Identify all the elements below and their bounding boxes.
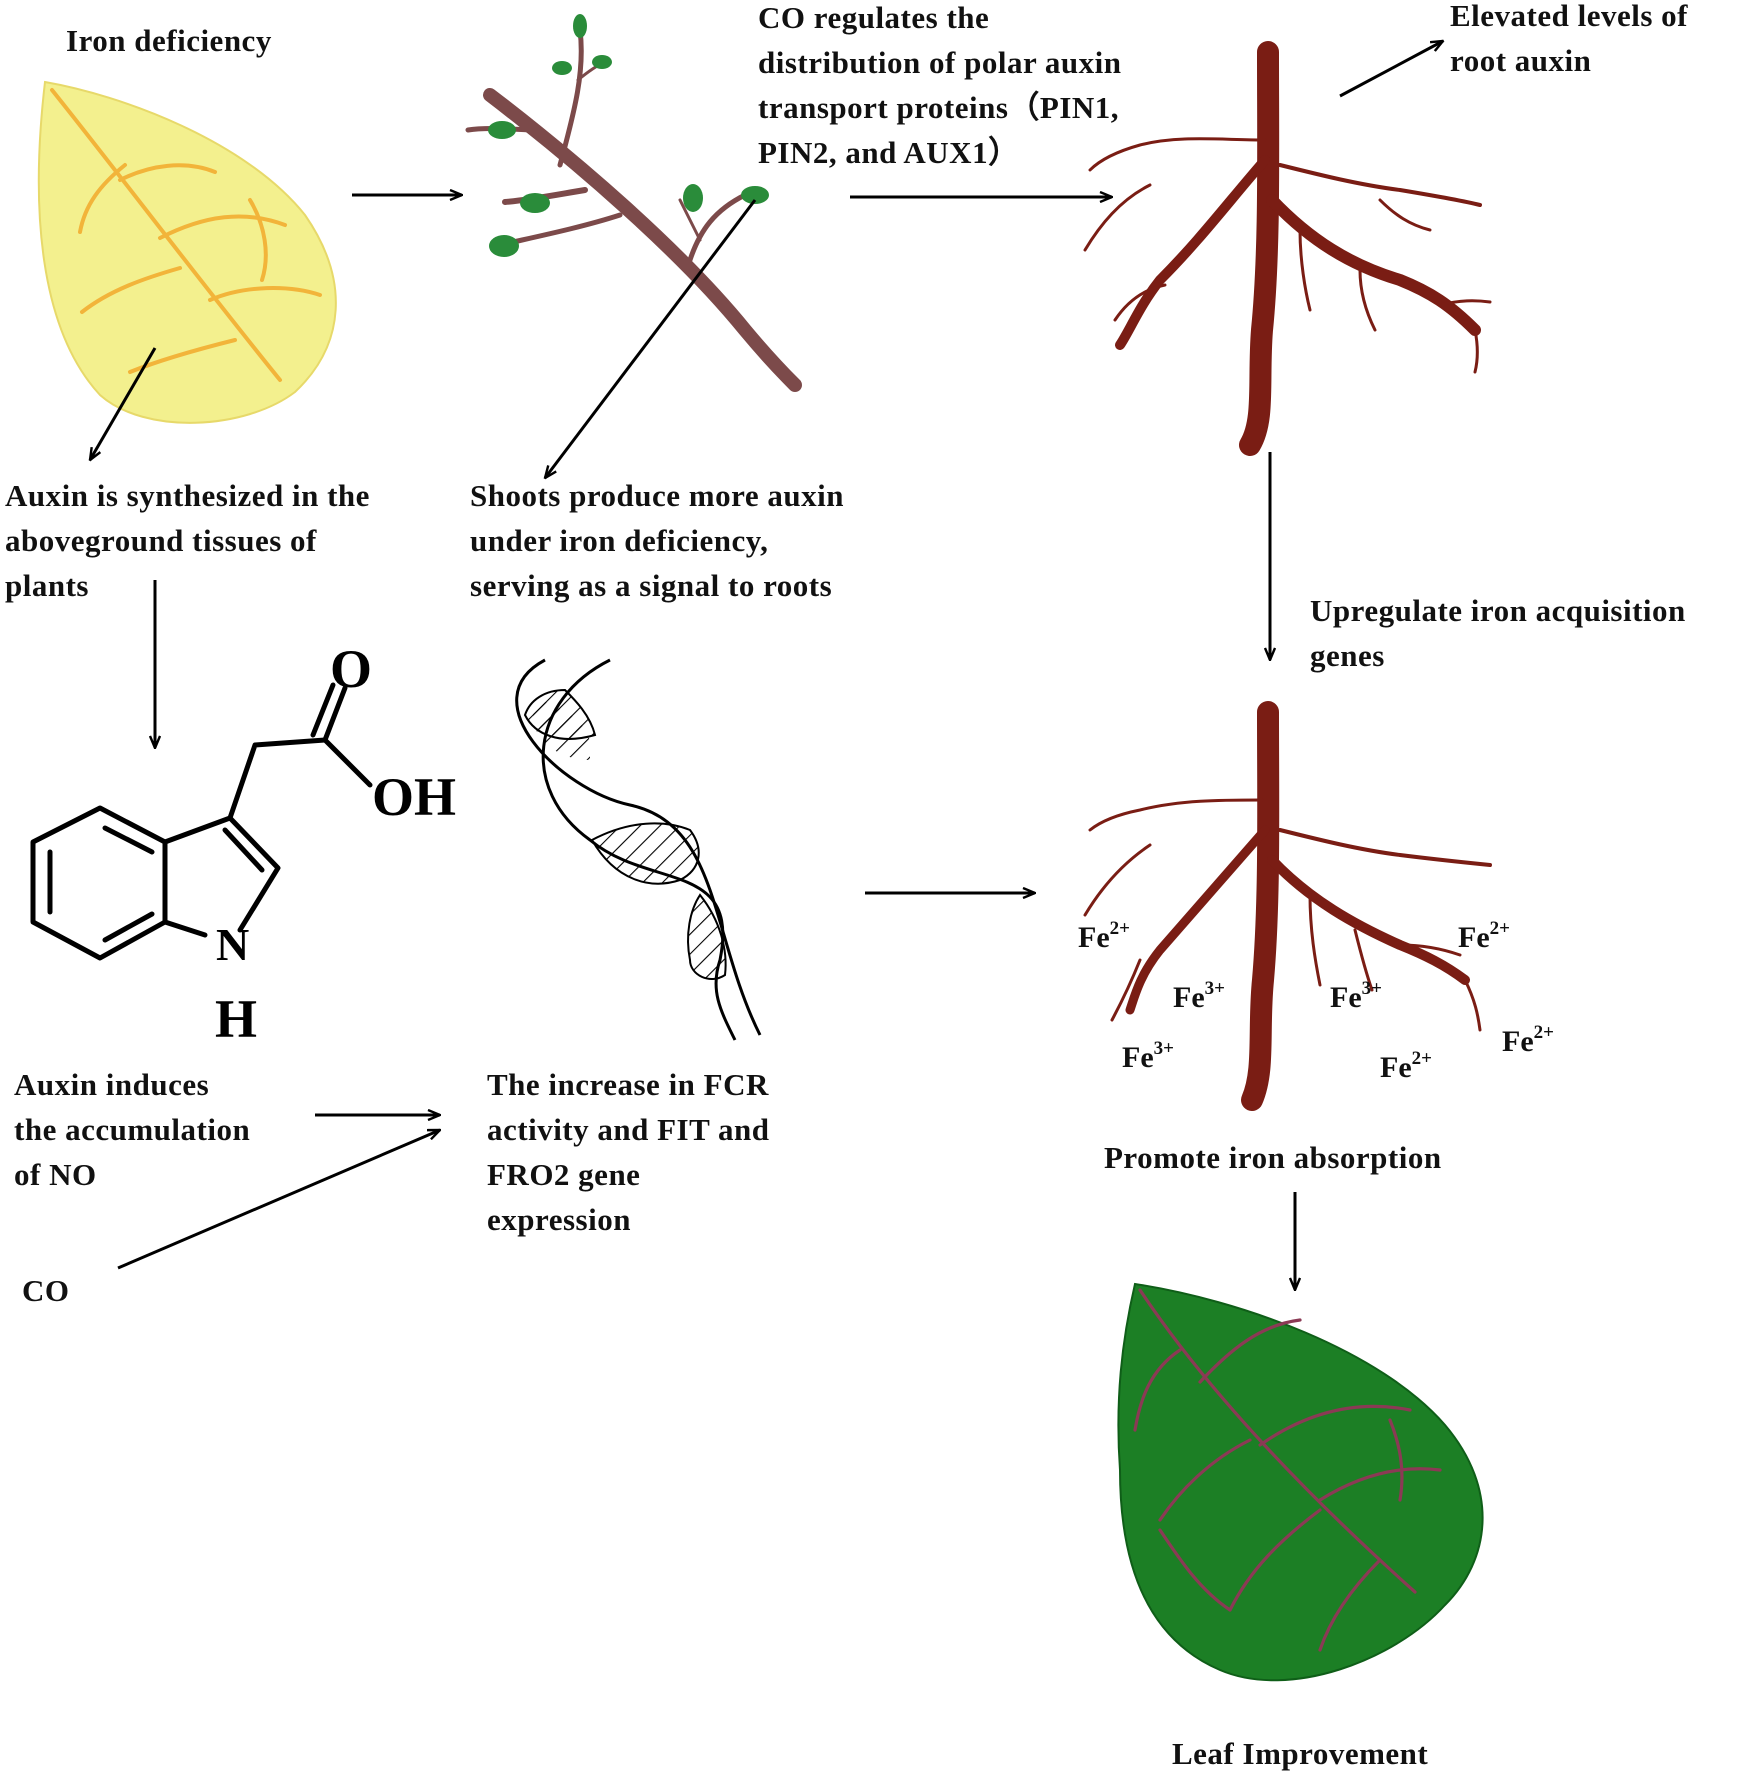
iron-ion-label: Fe2+ (1458, 918, 1510, 954)
root-system-iron-uptake (1083, 701, 1492, 1111)
arrow-leaf-to-auxin-synth (90, 347, 157, 460)
line-2: genes (1310, 638, 1385, 673)
label-co-regulates: CO regulates the distribution of polar a… (758, 0, 1122, 175)
line-3: transport proteins（PIN1, (758, 90, 1120, 125)
label-shoots-produce: Shoots produce more auxin under iron def… (470, 473, 844, 608)
label-fcr-increase: The increase in FCR activity and FIT and… (487, 1062, 769, 1242)
iron-ion-label: Fe2+ (1380, 1048, 1432, 1084)
atom-hydrogen: H (215, 989, 258, 1049)
iron-deficient-leaf (37, 80, 337, 424)
flow-arrows (90, 41, 1443, 1290)
line-2: aboveground tissues of (5, 523, 317, 558)
iron-ion-label: Fe2+ (1078, 918, 1130, 954)
line-1: The increase in FCR (487, 1067, 769, 1102)
atom-oxygen: O (330, 639, 373, 699)
line-3: of NO (14, 1157, 97, 1192)
label-elevated-auxin: Elevated levels of root auxin (1450, 0, 1688, 83)
line-2: root auxin (1450, 43, 1592, 78)
line-1: Shoots produce more auxin (470, 478, 844, 513)
arrow-co-to-fcr (117, 1128, 440, 1270)
line-2: the accumulation (14, 1112, 251, 1147)
improved-green-leaf (1117, 1282, 1484, 1682)
iron-ion-label: Fe3+ (1330, 978, 1382, 1014)
iaa-molecule-structure (30, 682, 373, 961)
atom-nitrogen: N (216, 919, 250, 970)
label-leaf-improvement: Leaf Improvement (1172, 1736, 1429, 1771)
line-3: serving as a signal to roots (470, 568, 833, 603)
line-3: plants (5, 568, 89, 603)
label-promote-absorption: Promote iron absorption (1104, 1140, 1442, 1175)
label-iron-deficiency: Iron deficiency (66, 23, 272, 58)
line-1: Elevated levels of (1450, 0, 1689, 33)
label-co: CO (22, 1273, 70, 1308)
dna-helix (515, 658, 762, 1041)
iron-ion-label: Fe2+ (1502, 1022, 1554, 1058)
line-4: expression (487, 1202, 631, 1237)
line-1: Upregulate iron acquisition (1310, 593, 1686, 628)
iron-ion-label: Fe3+ (1122, 1038, 1174, 1074)
line-3: FRO2 gene (487, 1157, 641, 1192)
arrow-bud-to-shoots-text (545, 199, 757, 478)
line-2: activity and FIT and (487, 1112, 770, 1147)
shoot-branch (465, 14, 802, 392)
line-1: Auxin induces (14, 1067, 210, 1102)
iron-ion-label: Fe3+ (1173, 978, 1225, 1014)
atom-hydroxyl: OH (372, 767, 457, 827)
arrow-to-elevated-auxin (1339, 41, 1443, 98)
line-2: distribution of polar auxin (758, 45, 1122, 80)
label-upregulate: Upregulate iron acquisition genes (1310, 588, 1686, 678)
line-1: Auxin is synthesized in the (5, 478, 370, 513)
label-auxin-induces: Auxin induces the accumulation of NO (14, 1062, 250, 1197)
root-system-auxin (1083, 41, 1492, 456)
line-2: under iron deficiency, (470, 523, 769, 558)
line-1: CO regulates the (758, 0, 990, 35)
line-4: PIN2, and AUX1） (758, 135, 1020, 170)
label-auxin-synthesized: Auxin is synthesized in the aboveground … (5, 473, 370, 608)
